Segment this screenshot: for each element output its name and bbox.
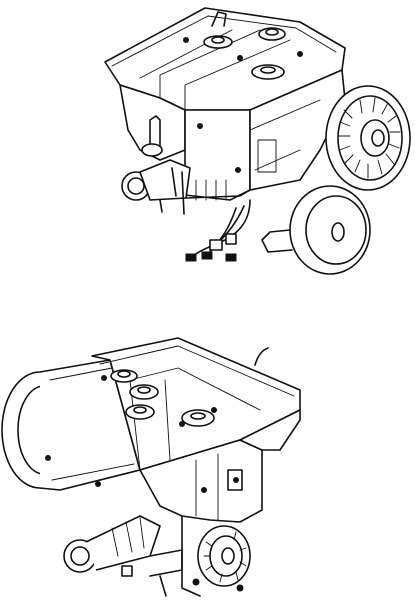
spark-plug-bosses xyxy=(183,11,303,80)
wiring-harness xyxy=(185,199,251,262)
engine-view-top xyxy=(0,0,416,290)
fan-shroud xyxy=(1,359,141,491)
carburetor-intake xyxy=(63,515,183,577)
mounting-bracket xyxy=(121,515,201,597)
engine-view-bottom xyxy=(0,320,416,600)
engine-top-drawing xyxy=(104,7,411,275)
engine-block xyxy=(139,409,301,523)
engine-block xyxy=(119,69,346,201)
carburetor-intake xyxy=(121,115,251,215)
cooling-fan-housing xyxy=(325,85,411,191)
flywheel-cover xyxy=(192,525,251,592)
flywheel-cover xyxy=(261,185,371,275)
spark-plug-bosses xyxy=(101,369,217,427)
engine-bottom-drawing xyxy=(1,337,301,597)
